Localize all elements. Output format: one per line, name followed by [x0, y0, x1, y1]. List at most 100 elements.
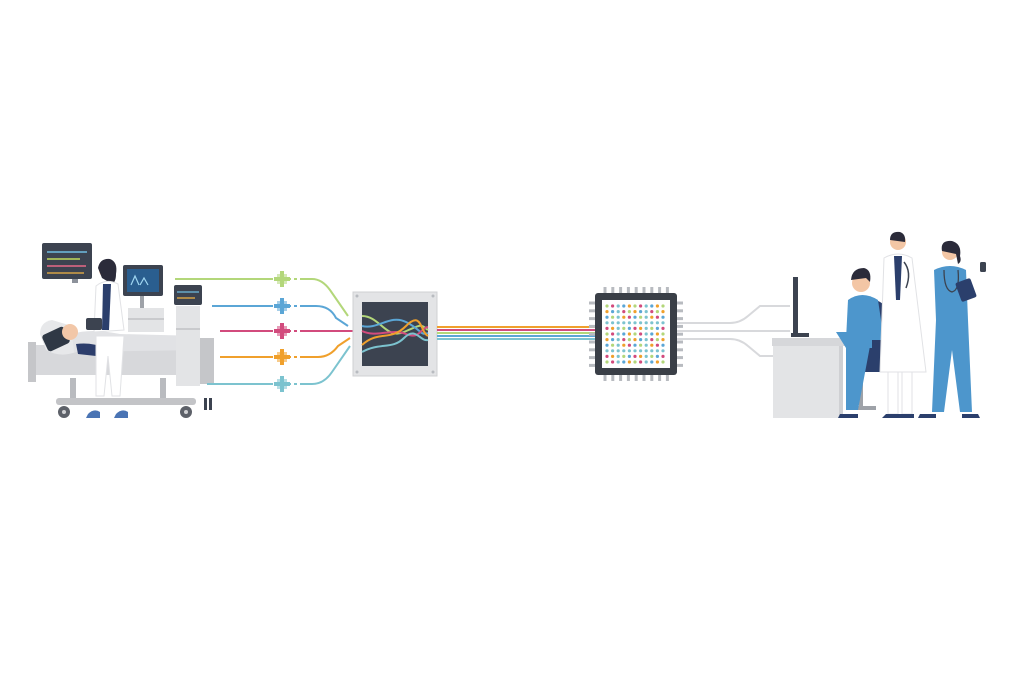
ventilator-monitor: [123, 265, 164, 332]
chip-dot: [627, 326, 632, 330]
chip-dot: [611, 343, 615, 347]
chip-dot: [605, 338, 609, 342]
chip-dot: [627, 354, 632, 358]
chip-pin-top: [626, 287, 630, 294]
chip-dot: [622, 338, 626, 342]
chip-dot: [639, 321, 643, 325]
chip-dot: [616, 338, 620, 342]
chip-dot: [633, 321, 637, 325]
data-aggregator-icon: [352, 291, 438, 377]
chip-pin-top: [650, 287, 654, 294]
chip-dot: [655, 360, 660, 364]
chip-pin-right: [676, 340, 683, 344]
chip-dot: [661, 326, 665, 330]
aggregated-data-bus: [437, 326, 596, 340]
chip-dot: [622, 332, 626, 336]
chip-dot: [644, 349, 648, 353]
chip-dot: [627, 304, 632, 308]
chip-dot: [627, 349, 632, 353]
clinician-workstation-icon: [772, 231, 986, 418]
chip-dot: [661, 321, 665, 325]
chip-dot: [639, 338, 643, 342]
chip-dot: [655, 326, 660, 330]
chip-pin-left: [589, 301, 596, 305]
desk: [772, 338, 890, 418]
chip-dot: [644, 315, 648, 319]
chip-dot: [650, 326, 654, 330]
chip-dot: [661, 332, 665, 336]
chip-dot: [627, 360, 632, 364]
chip-dot: [644, 304, 648, 308]
chip-pin-right: [676, 309, 683, 313]
chip-dot: [616, 360, 620, 364]
chip-dot: [633, 354, 637, 358]
chip-pin-left: [589, 348, 596, 352]
chip-pin-bottom: [650, 374, 654, 381]
chip-dot: [650, 354, 654, 358]
desk-monitor: [791, 277, 809, 337]
chip-pin-bottom: [658, 374, 662, 381]
standing-doctor: [879, 231, 927, 418]
chip-dot: [650, 310, 654, 314]
chip-dot: [611, 304, 615, 308]
chip-dot: [611, 338, 615, 342]
chip-pin-top: [603, 287, 607, 294]
chip-dot: [633, 304, 637, 308]
chip-dot: [655, 321, 660, 325]
chip-pin-top: [642, 287, 646, 294]
chip-dot: [616, 321, 620, 325]
chip-dot: [605, 326, 609, 330]
chip-pin-bottom: [611, 374, 615, 381]
chip-dot: [650, 349, 654, 353]
chip-dot: [661, 315, 665, 319]
input-data-streams: [175, 271, 354, 392]
chip-dot: [655, 343, 660, 347]
chip-pin-top: [634, 287, 638, 294]
chip-dot: [639, 310, 643, 314]
chip-dot: [605, 315, 609, 319]
chip-pin-top: [658, 287, 662, 294]
chip-dot: [611, 354, 615, 358]
chip-dot: [639, 349, 643, 353]
chip-dot: [605, 310, 609, 314]
chip-dot: [639, 343, 643, 347]
chip-dot: [611, 332, 615, 336]
stream-orange-route: [300, 337, 351, 358]
chip-dot: [650, 304, 654, 308]
chip-pin-left: [589, 332, 596, 336]
chip-dot: [633, 326, 637, 330]
bedside-nurse: [86, 258, 128, 418]
chip-dot: [633, 338, 637, 342]
chip-dot: [616, 304, 620, 308]
chip-dot: [661, 343, 665, 347]
chip-dot: [661, 349, 665, 353]
chip-dot: [639, 315, 643, 319]
chip-dot: [655, 349, 660, 353]
chip-dot: [616, 349, 620, 353]
chip-pin-top: [611, 287, 615, 294]
chip-dot: [661, 304, 665, 308]
chip-dot: [616, 354, 620, 358]
stream-green-route: [300, 278, 349, 317]
chip-pin-left: [589, 356, 596, 360]
chip-dot: [644, 354, 648, 358]
chip-pin-bottom: [619, 374, 623, 381]
output-lines: [677, 305, 790, 357]
chip-dot: [633, 315, 637, 319]
chip-pin-right: [676, 356, 683, 360]
chip-dot: [639, 354, 643, 358]
chip-dot-matrix: [605, 304, 665, 364]
chip-dot: [622, 304, 626, 308]
chip-dot: [639, 326, 643, 330]
chip-pins: [589, 287, 683, 381]
chip-pin-top: [619, 287, 623, 294]
chip-dot: [627, 338, 632, 342]
chip-pin-bottom: [603, 374, 607, 381]
chip-pin-left: [589, 363, 596, 367]
chip-dot: [650, 360, 654, 364]
chip-dot: [605, 321, 609, 325]
chip-dot: [644, 326, 648, 330]
chip-dot: [611, 310, 615, 314]
chip-dot: [661, 338, 665, 342]
chip-dot: [616, 332, 620, 336]
